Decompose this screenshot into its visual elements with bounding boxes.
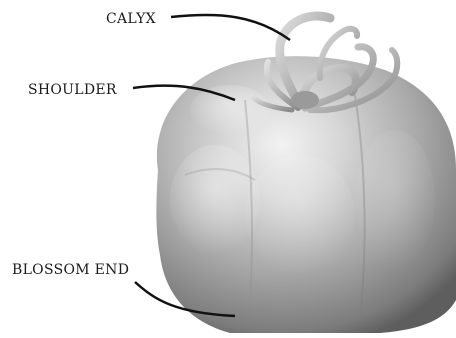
calyx-leader-line bbox=[171, 15, 290, 40]
shoulder-highlight bbox=[190, 85, 270, 135]
blossom-end-label: BLOSSOM END bbox=[12, 262, 129, 278]
shoulder-label: SHOULDER bbox=[28, 82, 117, 98]
lobe-highlight bbox=[355, 130, 435, 270]
lobe-highlight bbox=[245, 155, 355, 275]
lobe-highlight bbox=[170, 145, 260, 255]
stem-base bbox=[291, 91, 319, 109]
calyx-label: CALYX bbox=[106, 11, 156, 27]
